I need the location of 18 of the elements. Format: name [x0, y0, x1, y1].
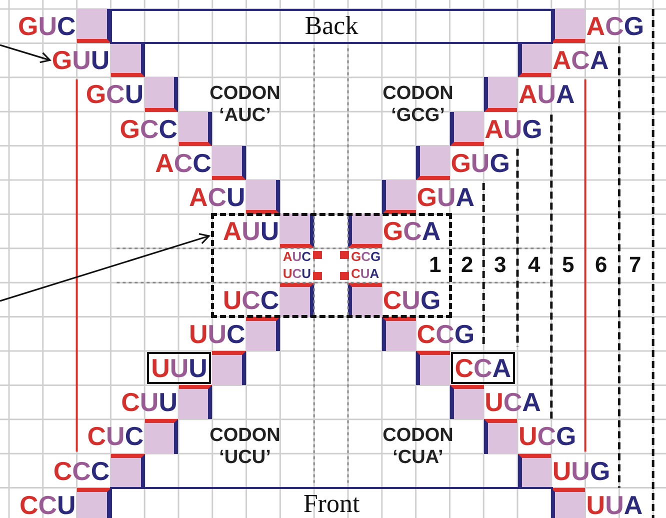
codon-heading: CODON ‘GCG’ [382, 83, 454, 128]
column-number: 5 [562, 252, 574, 278]
boxed-codon: UUU [147, 352, 212, 384]
boxed-codon: CCA [450, 352, 516, 384]
codon-heading: CODON ‘CUA’ [382, 425, 454, 470]
arrow [0, 233, 210, 302]
codon-heading: CODON ‘UCU’ [208, 425, 282, 470]
column-number: 7 [629, 252, 642, 278]
arrow [0, 44, 51, 64]
column-number: 4 [528, 252, 540, 278]
column-number: 2 [461, 252, 474, 278]
column-number: 1 [429, 252, 442, 278]
codon-heading: CODON ‘AUC’ [208, 83, 282, 128]
column-number: 6 [595, 252, 608, 278]
face-box: Front [110, 486, 553, 518]
dashed-frame [211, 213, 452, 318]
column-number: 3 [494, 252, 506, 278]
face-box: Back [110, 9, 553, 44]
